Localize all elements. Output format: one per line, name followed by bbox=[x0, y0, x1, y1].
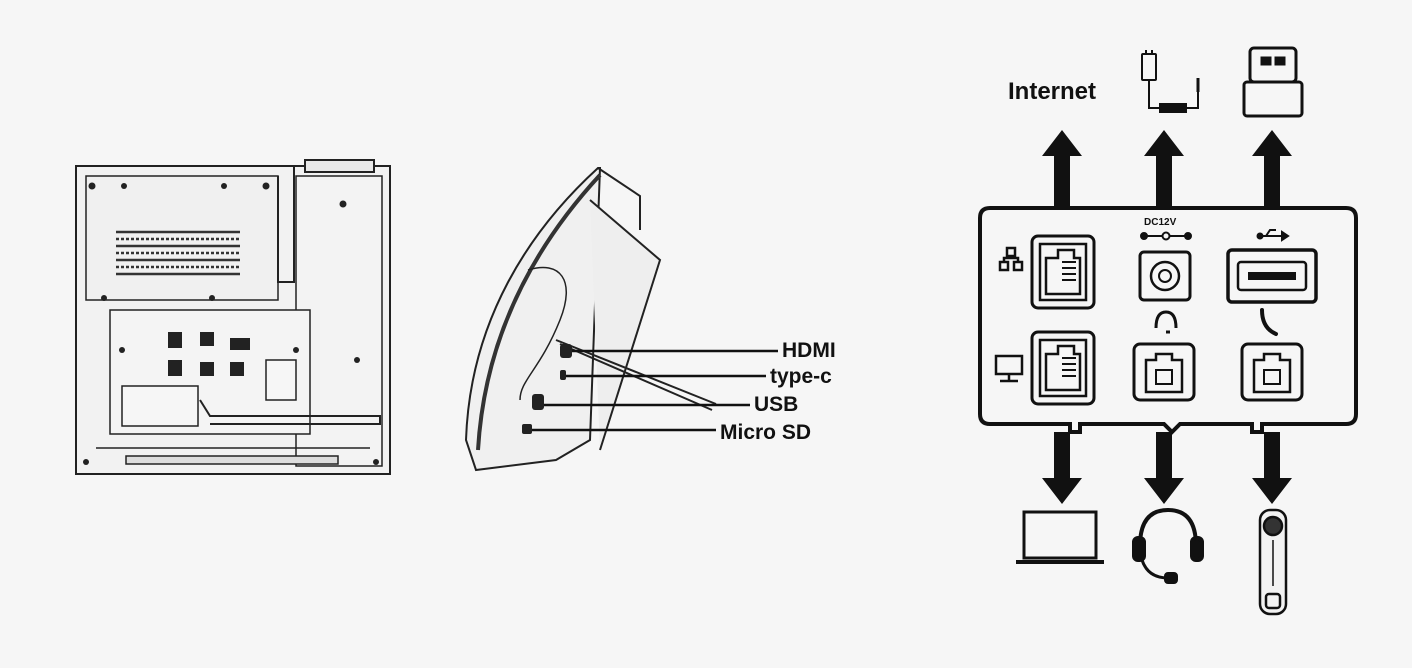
headset-port bbox=[1132, 342, 1196, 402]
label-micro-sd: Micro SD bbox=[720, 421, 812, 444]
side-leader-lines bbox=[532, 349, 778, 432]
back-ports bbox=[168, 332, 250, 376]
arrows-down bbox=[1042, 432, 1292, 504]
phone-back-view bbox=[75, 159, 391, 475]
power-jack bbox=[1138, 250, 1192, 302]
port-diagram-panel bbox=[978, 46, 1358, 616]
headset-icon bbox=[1132, 507, 1204, 584]
label-type-c: type-c bbox=[770, 365, 832, 388]
phone-side-view bbox=[464, 167, 778, 472]
label-usb: USB bbox=[754, 393, 799, 416]
handset-port-icon bbox=[1260, 308, 1278, 336]
network-icon bbox=[998, 246, 1024, 272]
label-internet: Internet bbox=[1008, 78, 1097, 105]
monitor-icon bbox=[994, 354, 1024, 383]
label-hdmi: HDMI bbox=[782, 339, 836, 362]
power-adapter-icon bbox=[1141, 50, 1200, 113]
usb-symbol-icon bbox=[1256, 229, 1290, 242]
arrows-up bbox=[1042, 130, 1292, 206]
headset-port-icon bbox=[1154, 310, 1178, 334]
handset-port bbox=[1240, 342, 1304, 402]
handset-icon bbox=[1258, 508, 1288, 616]
laptop-icon bbox=[1016, 510, 1104, 564]
side-connectors bbox=[522, 344, 572, 434]
power-polarity-icon bbox=[1140, 231, 1192, 241]
usb-port bbox=[1226, 248, 1318, 304]
label-dc12v: DC12V bbox=[1144, 217, 1177, 228]
usb-dongle-icon bbox=[1242, 46, 1304, 118]
ethernet-port-pc bbox=[1030, 330, 1096, 406]
ethernet-port-internet bbox=[1030, 234, 1096, 310]
vent-grille bbox=[116, 230, 240, 276]
